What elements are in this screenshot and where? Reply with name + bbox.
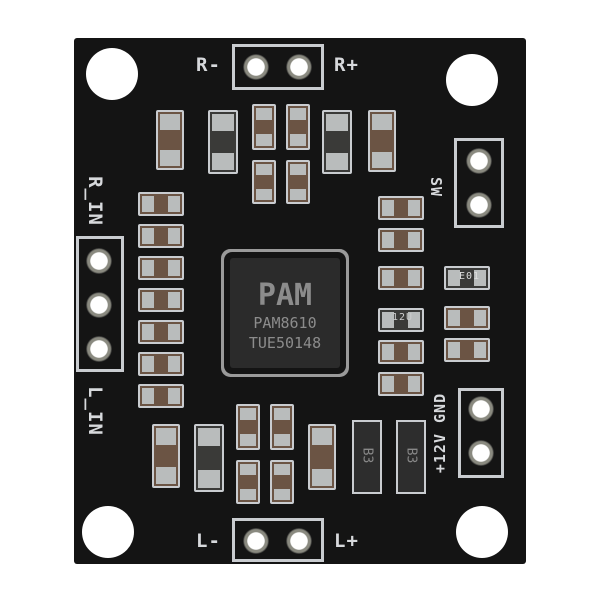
l-in-pad	[86, 336, 112, 362]
r-plus-pad	[286, 54, 312, 80]
diode-b3-right: B3	[396, 420, 426, 494]
diode-code: B3	[359, 447, 375, 464]
capacitor	[270, 460, 294, 504]
capacitor	[138, 192, 184, 216]
r-minus-pad	[243, 54, 269, 80]
l-output-outline	[232, 518, 324, 562]
gnd-pad	[468, 396, 494, 422]
capacitor	[152, 424, 180, 488]
r-output-outline	[232, 44, 324, 90]
diode-b3-left: B3	[352, 420, 382, 494]
chip-part-number: PAM8610	[253, 314, 317, 332]
l-plus-label: L+	[334, 530, 359, 552]
l-plus-pad	[286, 528, 312, 554]
sw-label: SW	[427, 176, 446, 198]
capacitor	[236, 404, 260, 450]
capacitor	[208, 110, 238, 174]
r-minus-label: R-	[196, 54, 221, 76]
capacitor	[252, 160, 276, 204]
capacitor	[378, 340, 424, 364]
resistor-code-e01: E01	[459, 271, 481, 282]
capacitor	[138, 256, 184, 280]
capacitor	[378, 196, 424, 220]
sw-header-outline	[454, 138, 504, 228]
capacitor	[138, 384, 184, 408]
capacitor	[368, 110, 396, 172]
capacitor	[138, 288, 184, 312]
resistor-e01	[444, 266, 490, 290]
input-header-outline	[76, 236, 124, 372]
l-minus-pad	[243, 528, 269, 554]
capacitor	[156, 110, 184, 170]
chip-logo: PAM	[257, 278, 313, 313]
mounting-hole-bottom-left	[82, 506, 134, 558]
r-in-pad	[86, 248, 112, 274]
pam8610-ic: PAM PAM8610 TUE50148	[230, 258, 340, 368]
capacitor	[138, 320, 184, 344]
capacitor	[378, 266, 424, 290]
capacitor	[444, 306, 490, 330]
capacitor	[286, 160, 310, 204]
l-in-label: L_IN	[83, 386, 106, 436]
chip-lot-code: TUE50148	[248, 334, 322, 352]
power-header-outline	[458, 388, 504, 478]
r-plus-label: R+	[334, 54, 359, 76]
capacitor	[252, 104, 276, 150]
capacitor	[444, 338, 490, 362]
capacitor	[378, 372, 424, 396]
capacitor	[308, 424, 336, 490]
mounting-hole-top-right	[446, 54, 498, 106]
capacitor	[236, 460, 260, 504]
gnd-in-pad	[86, 292, 112, 318]
diode-code: B3	[403, 447, 419, 464]
capacitor	[194, 424, 224, 492]
vcc-pad	[468, 440, 494, 466]
capacitor	[322, 110, 352, 174]
mounting-hole-bottom-right	[456, 506, 508, 558]
sw-pad-2	[466, 192, 492, 218]
capacitor	[378, 228, 424, 252]
resistor-code-12u: 12U	[392, 312, 414, 323]
capacitor	[286, 104, 310, 150]
capacitor	[270, 404, 294, 450]
resistor-12u	[378, 308, 424, 332]
sw-pad-1	[466, 148, 492, 174]
l-minus-label: L-	[196, 530, 221, 552]
capacitor	[138, 352, 184, 376]
capacitor	[138, 224, 184, 248]
mounting-hole-top-left	[86, 48, 138, 100]
power-label: +12V GND	[431, 392, 450, 474]
r-in-label: R_IN	[83, 176, 106, 226]
